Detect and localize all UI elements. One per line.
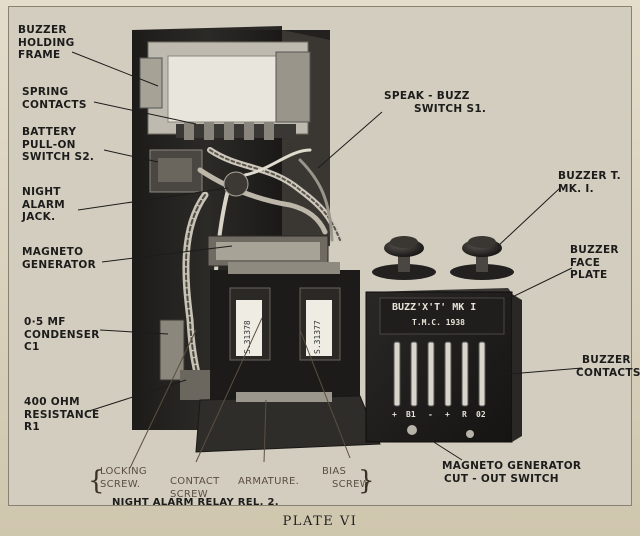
label-battery-switch: BATTERY PULL-ON SWITCH S2. xyxy=(22,126,95,163)
relay-coils xyxy=(210,262,360,400)
contact-mark-6: 02 xyxy=(476,410,486,419)
armature-shape xyxy=(236,392,332,402)
label-bias-screw: BIAS SCREW xyxy=(322,466,370,490)
resistance-shape xyxy=(180,370,210,400)
contact-mark-2: B1 xyxy=(406,410,416,419)
label-buzzer-mk: BUZZER T. MK. I. xyxy=(558,170,621,195)
label-buzzer-holding-frame: BUZZER HOLDING FRAME xyxy=(18,24,75,61)
label-armature: ARMATURE. xyxy=(238,476,300,487)
buzzer-face-plate-shape xyxy=(379,297,505,335)
buzzer-box xyxy=(365,288,522,443)
left-knob xyxy=(372,236,436,280)
buzzer-holding-frame-shape xyxy=(139,41,311,135)
label-night-alarm-jack: NIGHT ALARM JACK. xyxy=(22,186,65,223)
buzzer-contact-studs xyxy=(393,341,486,407)
label-speak-buzz-switch: SPEAK - BUZZ SWITCH S1. xyxy=(384,90,487,115)
label-locking-screw: LOCKING SCREW. xyxy=(100,466,147,490)
label-magneto-cutout: MAGNETO GENERATOR CUT - OUT SWITCH xyxy=(442,460,582,485)
contact-mark-1: + xyxy=(392,410,397,419)
cutout-switch-shape xyxy=(407,425,417,435)
contact-mark-4: + xyxy=(445,410,450,419)
right-knob xyxy=(450,236,514,280)
plate-caption: PLATE VI xyxy=(282,514,358,529)
label-buzzer-contacts: BUZZER CONTACTS xyxy=(576,354,640,379)
label-magneto-generator: MAGNETO GENERATOR xyxy=(22,246,97,271)
left-brace: { xyxy=(88,466,105,496)
label-spring-contacts: SPRING CONTACTS xyxy=(22,86,87,111)
label-condenser: 0·5 µF CONDENSER C1 xyxy=(24,316,100,353)
label-buzzer-face-plate: BUZZER FACE PLATE xyxy=(570,244,619,281)
right-brace: } xyxy=(358,466,375,496)
spring-contacts-shape xyxy=(176,122,296,140)
label-contact-screw: CONTACT SCREW xyxy=(170,476,220,500)
plate-line1: BUZZ'X'T' MK I xyxy=(392,302,477,313)
coil-label-right: S.31377 xyxy=(313,320,322,354)
relay-base xyxy=(195,395,381,453)
coil-label-left: S.31378 xyxy=(243,320,252,354)
contact-mark-5: R xyxy=(462,410,467,419)
contact-mark-3: - xyxy=(428,410,433,419)
label-night-alarm-relay: NIGHT ALARM RELAY REL. 2. xyxy=(112,497,279,508)
label-resistance: 400 OHM RESISTANCE R1 xyxy=(24,396,100,433)
night-alarm-jack-shape xyxy=(223,171,249,197)
relay-leader-lines xyxy=(129,317,351,469)
plate-line2: T.M.C. 1938 xyxy=(412,318,465,327)
